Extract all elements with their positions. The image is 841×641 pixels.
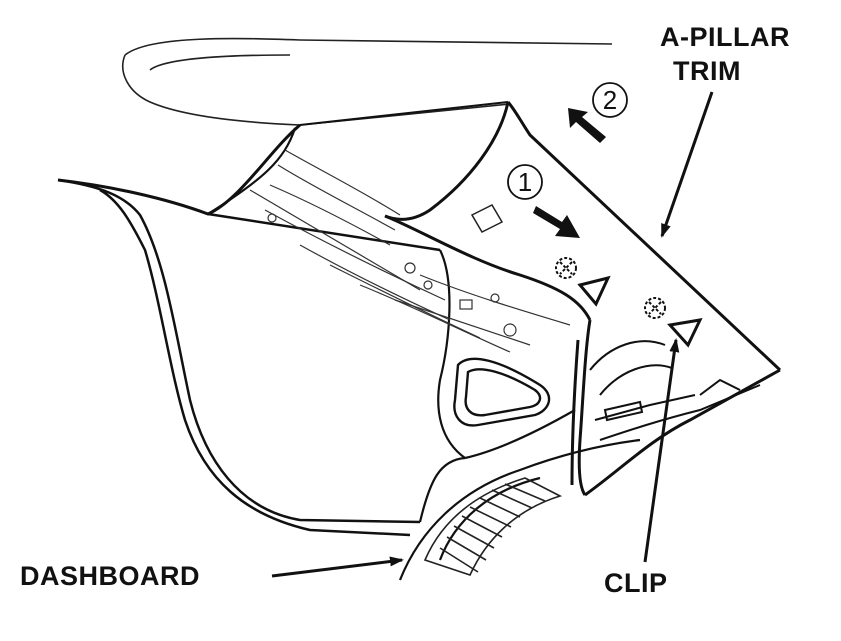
windshield-edge (57, 123, 301, 216)
clip-leader-line (643, 338, 680, 563)
step-2-arrow-icon (568, 108, 606, 143)
a-pillar-trim-label-line2: TRIM (673, 56, 741, 86)
triangular-opening (453, 357, 551, 427)
clip-label: CLIP (604, 568, 668, 598)
air-vent (423, 477, 563, 576)
clip-icon (555, 257, 577, 279)
a-pillar-trim-part (384, 101, 782, 497)
clip-triangle-icon (667, 318, 703, 348)
pillar-body-detail (249, 149, 571, 353)
dashboard-leader-line (271, 556, 404, 578)
roof-headliner (121, 37, 613, 126)
pillar-base-structure (207, 127, 576, 523)
trim-inner-section (589, 340, 761, 441)
step-1-badge: 1 (507, 164, 543, 200)
a-pillar-leader-line (660, 91, 714, 238)
step-2-number: 2 (603, 85, 617, 115)
clip-icon (644, 297, 666, 319)
a-pillar-trim-label-line1: A-PILLAR (660, 22, 790, 52)
leader-lines (271, 91, 714, 578)
step-1-number: 1 (518, 167, 532, 197)
trim-small-hole (470, 204, 504, 233)
step-2-badge: 2 (592, 82, 628, 118)
dashboard-label: DASHBOARD (20, 561, 200, 591)
step-1-arrow-icon (533, 206, 580, 238)
clip-triangle-icon (577, 275, 611, 307)
dashboard-front (398, 438, 641, 581)
dashboard-body (57, 101, 509, 537)
